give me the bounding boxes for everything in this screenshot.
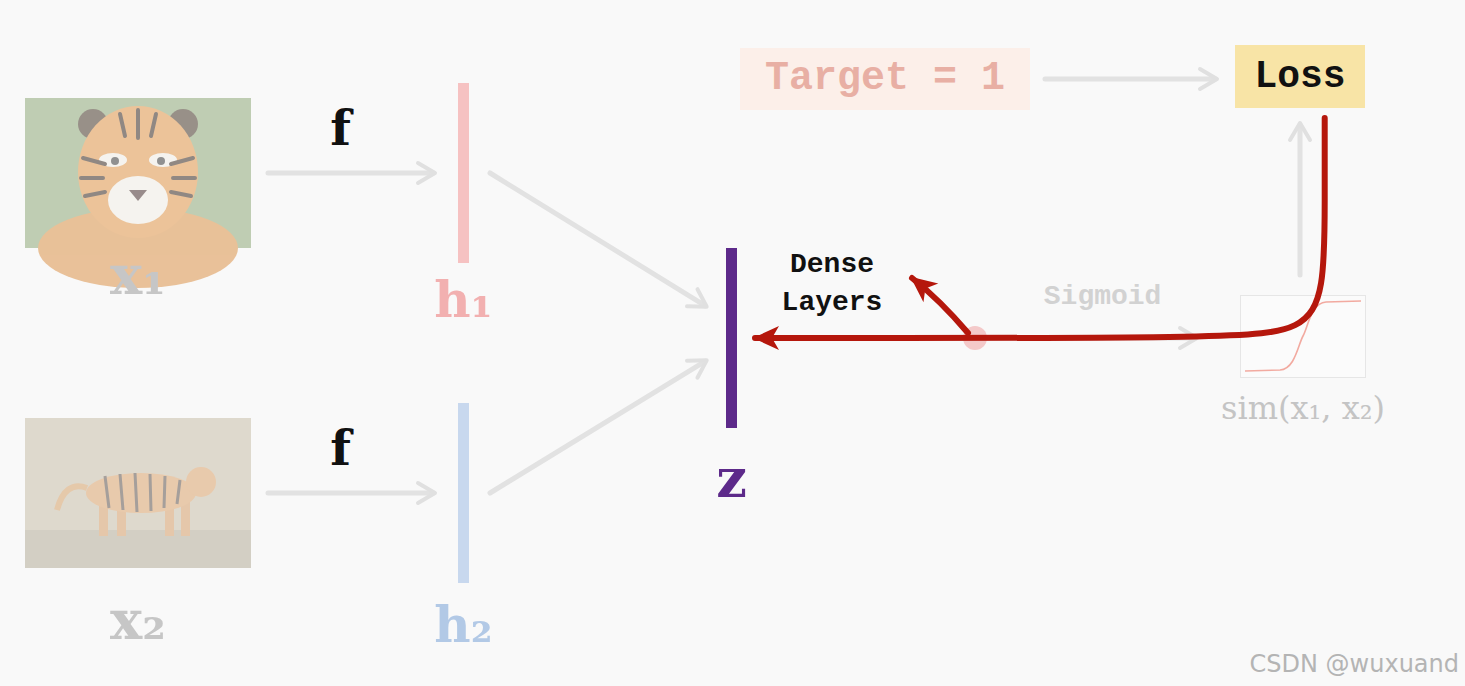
vector-label: h₁ bbox=[434, 275, 492, 325]
loss-box: Loss bbox=[1235, 45, 1365, 108]
tiger-stripes bbox=[81, 110, 195, 196]
gradient-branch-arrow bbox=[912, 278, 968, 333]
feature-vector: h₂ bbox=[458, 403, 469, 583]
sigmoid-plot bbox=[1241, 296, 1366, 378]
target-box: Target = 1 bbox=[740, 48, 1030, 110]
tiger-head bbox=[186, 467, 216, 497]
vector-label: sim(x₁, x₂) bbox=[1221, 392, 1385, 424]
flow-arrow bbox=[490, 173, 705, 306]
plot-frame bbox=[1241, 296, 1366, 378]
tiger-head bbox=[78, 106, 198, 238]
tiger-stripes bbox=[105, 473, 180, 512]
flow-arrow bbox=[1298, 125, 1303, 275]
vector-label: x₂ bbox=[110, 593, 166, 647]
combined-vector: z bbox=[726, 248, 737, 428]
tiger-eye bbox=[157, 157, 165, 165]
vector-label: x₁ bbox=[110, 248, 166, 302]
vector-label: h₂ bbox=[434, 600, 492, 650]
flow-arrow bbox=[1045, 77, 1215, 82]
tiger-photo bbox=[25, 418, 251, 568]
tiger-body bbox=[86, 473, 196, 513]
function-label: f bbox=[330, 104, 351, 152]
box-label: Target = 1 bbox=[765, 59, 1005, 99]
input-image: x₁ bbox=[25, 98, 251, 248]
similarity-output: sim(x₁, x₂) bbox=[1240, 295, 1366, 378]
photo-background bbox=[25, 418, 251, 568]
flow-arrow bbox=[268, 171, 433, 176]
watermark: CSDN @wuxuand bbox=[1250, 652, 1459, 676]
box-label: Loss bbox=[1254, 58, 1345, 96]
gradient-arrow bbox=[755, 118, 1325, 338]
flow-arrow bbox=[490, 361, 705, 493]
tiger-eye bbox=[111, 157, 119, 165]
tiger-nose bbox=[129, 190, 147, 201]
input-image: x₂ bbox=[25, 418, 251, 568]
vector-label: z bbox=[716, 451, 747, 505]
feature-vector: h₁ bbox=[458, 83, 469, 263]
activation-label: Sigmoid bbox=[1044, 283, 1162, 311]
tiger-tail bbox=[57, 486, 87, 510]
tiger-muzzle bbox=[108, 176, 168, 224]
flow-arrow bbox=[268, 491, 433, 496]
photo-ground bbox=[25, 530, 251, 568]
layer-label: Dense Layers bbox=[772, 246, 892, 322]
function-label: f bbox=[330, 424, 351, 472]
